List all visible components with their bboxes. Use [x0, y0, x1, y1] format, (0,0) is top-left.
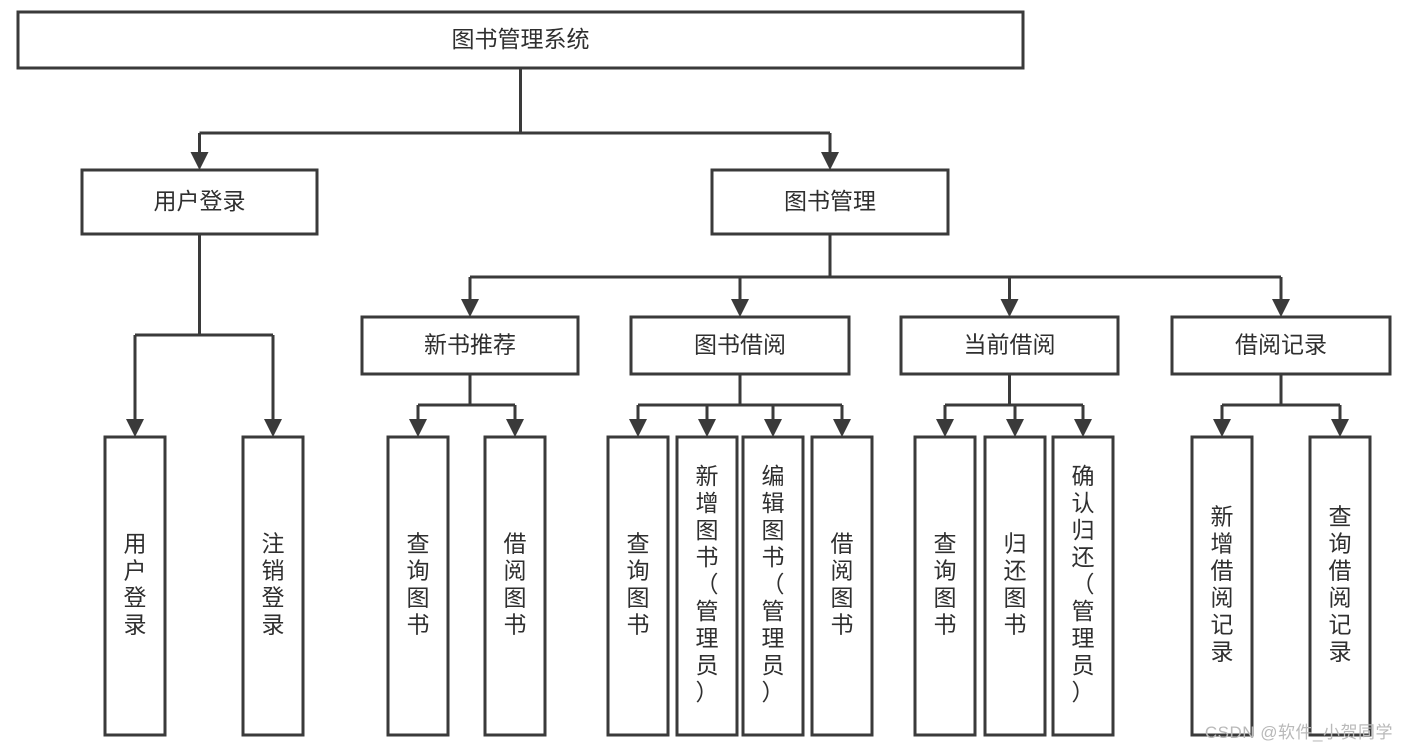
arrow-head-icon	[461, 299, 479, 317]
node-label: 查询图书	[627, 531, 650, 638]
node-leaf-logout[interactable]: 注销登录	[241, 435, 305, 737]
arrow-head-icon	[1006, 419, 1024, 437]
arrow-head-icon	[264, 419, 282, 437]
node-label: 新增借阅记录	[1211, 504, 1234, 665]
node-root[interactable]: 图书管理系统	[16, 10, 1025, 70]
node-user-login[interactable]: 用户登录	[80, 168, 319, 236]
arrow-head-icon	[821, 152, 839, 170]
arrow-head-icon	[833, 419, 851, 437]
node-label: 归还图书	[1004, 531, 1027, 638]
node-label: 编辑图书（管理员）	[762, 463, 785, 705]
node-box[interactable]	[913, 435, 977, 737]
node-box[interactable]	[483, 435, 547, 737]
arrow-head-icon	[1000, 299, 1019, 317]
node-layer: 图书管理系统用户登录图书管理新书推荐图书借阅当前借阅借阅记录用户登录注销登录查询…	[16, 10, 1392, 737]
node-label: 图书管理系统	[452, 26, 590, 52]
arrow-head-icon	[190, 152, 209, 170]
node-label: 查询借阅记录	[1329, 504, 1352, 665]
node-label: 用户登录	[124, 531, 147, 638]
node-label: 查询图书	[934, 531, 957, 638]
arrow-head-icon	[698, 419, 716, 437]
arrow-head-icon	[936, 419, 954, 437]
node-label: 新增图书（管理员）	[696, 463, 719, 705]
node-book-manage[interactable]: 图书管理	[710, 168, 950, 236]
arrow-head-icon	[126, 419, 144, 437]
node-book-borrow[interactable]: 图书借阅	[629, 315, 851, 376]
node-box[interactable]	[16, 10, 1025, 70]
node-box[interactable]	[80, 168, 319, 236]
node-leaf-edit-book[interactable]: 编辑图书（管理员）	[741, 435, 805, 737]
node-box[interactable]	[983, 435, 1047, 737]
node-box[interactable]	[629, 315, 851, 376]
connector-layer	[126, 68, 1349, 437]
arrow-head-icon	[764, 419, 782, 437]
arrow-head-icon	[1272, 299, 1290, 317]
node-leaf-confirm-return[interactable]: 确认归还（管理员）	[1051, 435, 1115, 737]
node-label: 借阅图书	[831, 531, 854, 638]
node-box[interactable]	[741, 435, 805, 737]
node-label: 借阅图书	[504, 531, 527, 638]
node-label: 用户登录	[154, 188, 246, 214]
arrow-head-icon	[506, 419, 524, 437]
arrow-head-icon	[1213, 419, 1231, 437]
arrow-head-icon	[731, 299, 749, 317]
node-leaf-add-book[interactable]: 新增图书（管理员）	[675, 435, 739, 737]
node-label: 新书推荐	[424, 332, 516, 358]
node-leaf-borrow-book-rec[interactable]: 借阅图书	[483, 435, 547, 737]
node-box[interactable]	[386, 435, 450, 737]
node-label: 借阅记录	[1235, 332, 1327, 358]
node-box[interactable]	[1308, 435, 1372, 737]
node-current-borrow[interactable]: 当前借阅	[899, 315, 1120, 376]
node-leaf-add-record[interactable]: 新增借阅记录	[1190, 435, 1254, 737]
node-box[interactable]	[810, 435, 874, 737]
node-new-book-rec[interactable]: 新书推荐	[360, 315, 580, 376]
node-box[interactable]	[241, 435, 305, 737]
arrow-head-icon	[1331, 419, 1349, 437]
node-leaf-borrow-book[interactable]: 借阅图书	[810, 435, 874, 737]
node-label: 图书管理	[784, 188, 876, 214]
node-leaf-query-record[interactable]: 查询借阅记录	[1308, 435, 1372, 737]
node-label: 确认归还（管理员）	[1072, 463, 1095, 705]
node-box[interactable]	[103, 435, 167, 737]
node-box[interactable]	[899, 315, 1120, 376]
arrow-head-icon	[409, 419, 427, 437]
node-box[interactable]	[675, 435, 739, 737]
node-leaf-query-book[interactable]: 查询图书	[606, 435, 670, 737]
node-box[interactable]	[1051, 435, 1115, 737]
arrow-head-icon	[1074, 419, 1092, 437]
node-leaf-query-book-cur[interactable]: 查询图书	[913, 435, 977, 737]
node-box[interactable]	[1170, 315, 1392, 376]
arrow-head-icon	[629, 419, 647, 437]
node-box[interactable]	[360, 315, 580, 376]
node-leaf-user-login[interactable]: 用户登录	[103, 435, 167, 737]
node-box[interactable]	[1190, 435, 1254, 737]
node-label: 查询图书	[407, 531, 430, 638]
node-label: 注销登录	[262, 531, 285, 638]
node-borrow-record[interactable]: 借阅记录	[1170, 315, 1392, 376]
node-leaf-query-book-rec[interactable]: 查询图书	[386, 435, 450, 737]
node-box[interactable]	[710, 168, 950, 236]
node-leaf-return-book[interactable]: 归还图书	[983, 435, 1047, 737]
node-label: 图书借阅	[694, 332, 786, 358]
node-label: 当前借阅	[964, 332, 1056, 358]
node-box[interactable]	[606, 435, 670, 737]
